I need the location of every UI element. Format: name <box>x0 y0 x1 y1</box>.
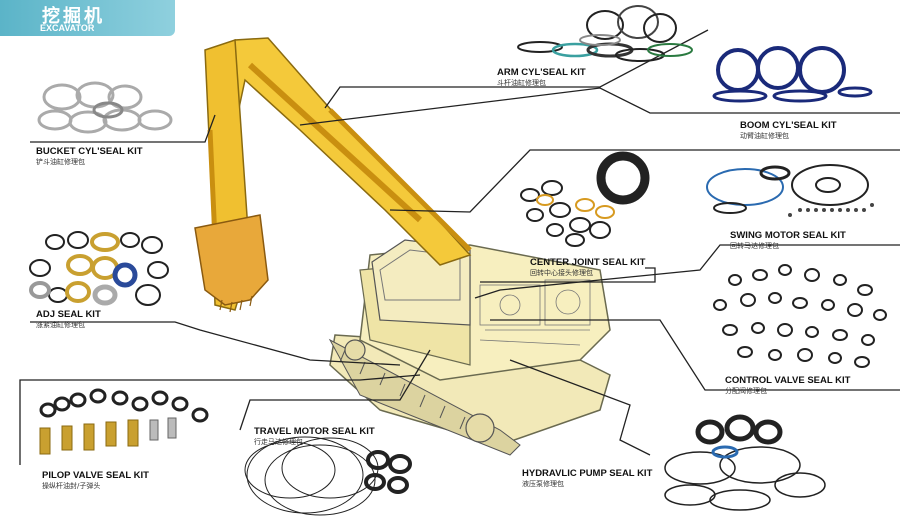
kit-title-zh: 动臂油缸修理包 <box>740 132 789 140</box>
adj-seal-image <box>29 231 169 306</box>
header-logo-square <box>4 4 20 20</box>
bucket-cyl-seal-kit-label: BUCKET CYL'SEAL KIT 铲斗油缸修理包 <box>36 146 143 167</box>
pilot-valve-seal-kit-label: PILOP VALVE SEAL KIT 操纵杆油封/子弹头 <box>42 470 149 491</box>
adj-seal-kit-label: ADJ SEAL KIT 涨紧油缸修理包 <box>36 309 101 330</box>
travel-motor-seal-kit-label: TRAVEL MOTOR SEAL KIT 行走马达修理包 <box>254 426 375 447</box>
kit-title: PILOP VALVE SEAL KIT <box>42 470 149 481</box>
hydraulic-pump-seal-kit-label: HYDRAVLIC PUMP SEAL KIT 液压泵修理包 <box>522 468 652 489</box>
kit-title-zh: 回转中心接头修理包 <box>530 269 593 277</box>
control-valve-seal-kit-label: CONTROL VALVE SEAL KIT 分配阀修理包 <box>725 375 850 396</box>
center-joint-seal-image <box>520 151 650 247</box>
header-title-en: EXCAVATOR <box>40 23 95 33</box>
boom-cyl-seal-kit-label: BOOM CYL'SEAL KIT 动臂油缸修理包 <box>740 120 837 141</box>
kit-title: ARM CYL'SEAL KIT <box>497 67 586 78</box>
kit-title-zh: 液压泵修理包 <box>522 480 564 488</box>
kit-title: BUCKET CYL'SEAL KIT <box>36 146 143 157</box>
kit-title: SWING MOTOR SEAL KIT <box>730 230 846 241</box>
control-valve-seal-image <box>713 264 887 368</box>
leader-lines <box>19 29 900 465</box>
arm-cyl-seal-kit-label: ARM CYL'SEAL KIT 斗杆油缸修理包 <box>497 67 586 88</box>
boom-cyl-seal-image <box>712 46 873 103</box>
arm-cyl-seal-image <box>517 5 693 62</box>
hydraulic-pump-seal-image <box>664 414 826 511</box>
pilot-valve-seal-image <box>39 388 209 455</box>
kit-title-zh: 斗杆油缸修理包 <box>497 79 546 87</box>
swing-motor-seal-image <box>706 164 874 217</box>
kit-title-zh: 行走马达修理包 <box>254 438 303 446</box>
travel-motor-seal-image <box>244 436 412 516</box>
header-title-zh: 挖掘机 <box>42 6 105 27</box>
kit-title-zh: 操纵杆油封/子弹头 <box>42 482 101 490</box>
kit-title: CONTROL VALVE SEAL KIT <box>725 375 851 386</box>
kit-title: BOOM CYL'SEAL KIT <box>740 120 837 131</box>
bucket-cyl-seal-image <box>37 81 173 134</box>
excavator-header: 挖掘机 EXCAVATOR <box>0 0 175 36</box>
excavator-illustration <box>194 37 611 456</box>
swing-motor-seal-kit-label: SWING MOTOR SEAL KIT 回转马达修理包 <box>730 230 846 251</box>
kit-title-zh: 铲斗油缸修理包 <box>36 158 85 166</box>
kit-title-zh: 回转马达修理包 <box>730 242 779 250</box>
kit-title-zh: 涨紧油缸修理包 <box>36 321 85 329</box>
kit-title: TRAVEL MOTOR SEAL KIT <box>254 426 375 437</box>
kit-title: CENTER JOINT SEAL KIT <box>530 257 646 268</box>
kit-title-zh: 分配阀修理包 <box>725 387 767 395</box>
kit-title: ADJ SEAL KIT <box>36 309 101 320</box>
center-joint-seal-kit-label: CENTER JOINT SEAL KIT 回转中心接头修理包 <box>530 257 645 278</box>
kit-title: HYDRAVLIC PUMP SEAL KIT <box>522 468 653 479</box>
